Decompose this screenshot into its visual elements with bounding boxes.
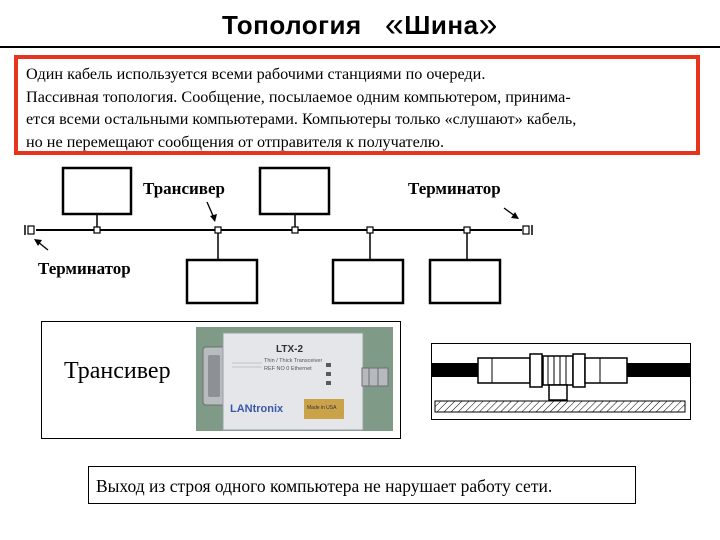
- transceiver-node: [93, 226, 101, 234]
- description-line: Один кабель используется всеми рабочими …: [26, 65, 486, 83]
- terminator-right-label: Терминатор: [408, 179, 501, 198]
- title-close-quote: »: [478, 6, 498, 44]
- title-main: Топология: [222, 10, 362, 40]
- cable-right: [625, 363, 690, 377]
- transceiver-node: [366, 226, 374, 234]
- slide-title: Топология «Шина»: [0, 6, 720, 45]
- device-model-text: LTX-2: [276, 344, 303, 355]
- title-open-quote: «: [384, 6, 405, 44]
- terminator-left: [24, 225, 35, 235]
- arrow-terminator-left: [34, 239, 49, 251]
- transceiver-label: Трансивер: [143, 179, 225, 198]
- arrow-terminator-right: [503, 207, 519, 219]
- transceiver-node: [291, 226, 299, 234]
- transceiver-node: [214, 226, 222, 234]
- terminator-left-label: Терминатор: [38, 259, 131, 278]
- device-sticker: [304, 399, 344, 419]
- computer-box: [428, 258, 502, 305]
- device-brand-text: LANtronix: [230, 403, 284, 415]
- description-line: но не перемещают сообщения от отправител…: [26, 132, 445, 151]
- transceiver-node: [463, 226, 471, 234]
- computer-box: [331, 258, 405, 305]
- transceiver-photo-frame: [41, 321, 401, 439]
- description-box: Один кабель используется всеми рабочими …: [14, 55, 700, 155]
- cable-left: [432, 363, 480, 377]
- arrow-transceiver: [206, 201, 217, 222]
- base-plate: [434, 400, 686, 413]
- title-word: Шина: [404, 10, 479, 40]
- description-line: Пассивная топология. Сообщение, посылаем…: [26, 87, 571, 106]
- terminator-right: [522, 225, 533, 235]
- transceiver-photo-caption: Трансивер: [64, 358, 171, 384]
- computer-box: [258, 166, 331, 216]
- device-sticker-text: Made in USA: [307, 405, 337, 411]
- title-rule: [0, 46, 720, 48]
- footer-note: Выход из строя одного компьютера не нару…: [88, 466, 636, 504]
- device-text-line2: REF NO 0 Ethernet: [264, 366, 312, 372]
- device-text-line1: Thin / Thick Transceiver: [264, 358, 322, 364]
- computer-box: [185, 258, 259, 305]
- description-line: ется всеми остальными компьютерами. Комп…: [26, 110, 577, 128]
